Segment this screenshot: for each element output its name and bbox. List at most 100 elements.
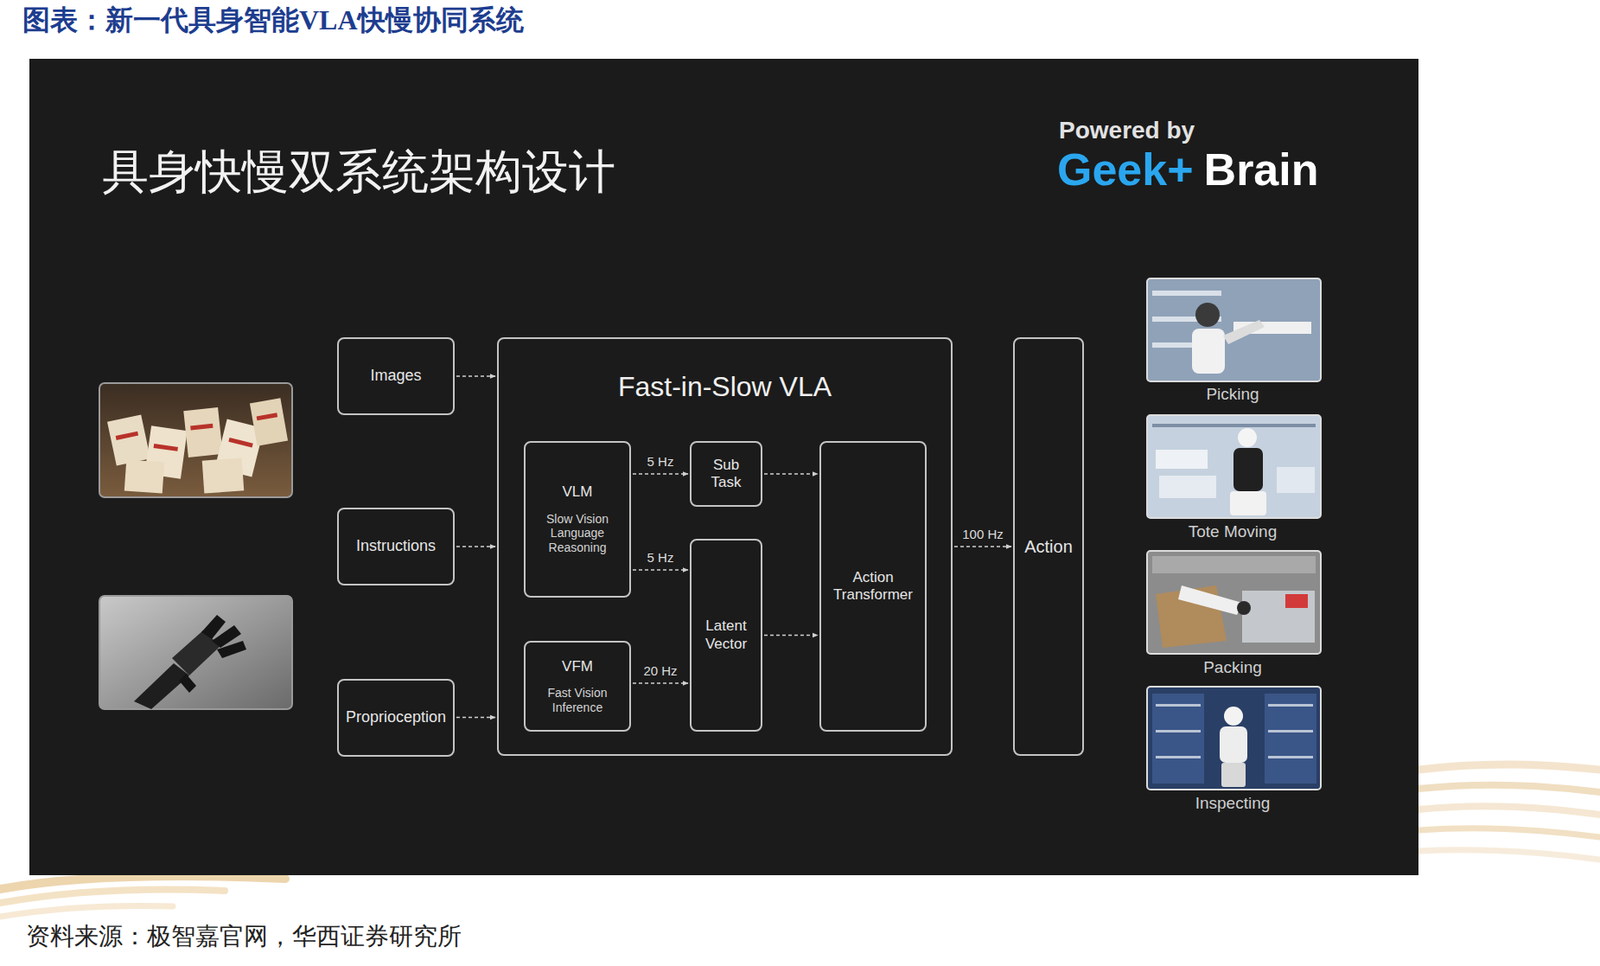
- shelf-line: [1155, 755, 1201, 759]
- photo-frame: [99, 382, 293, 498]
- dashed-arrow: [456, 545, 496, 548]
- photo-frame: [99, 595, 293, 709]
- box-description: Slow Vision Language Reasoning: [530, 511, 625, 555]
- snack-box: [183, 407, 223, 458]
- photo-inspecting: [1147, 686, 1321, 790]
- frequency-label: 100 Hz: [959, 526, 1007, 542]
- label-stripe: [115, 431, 139, 440]
- frequency-label: 20 Hz: [640, 662, 680, 679]
- photo-caption: Packing: [1128, 657, 1337, 678]
- input-box: Proprioception: [337, 678, 455, 757]
- slide-panel: 具身快慢双系统架构设计ImagesInstructionsPropriocept…: [29, 58, 1419, 875]
- photo-caption: Tote Moving: [1128, 522, 1337, 542]
- box-label: Instructions: [356, 536, 436, 556]
- shelf: [1264, 693, 1317, 784]
- box-label: Images: [369, 366, 421, 386]
- photo-picking: [1147, 278, 1321, 382]
- photo-tote-moving: [1147, 414, 1321, 518]
- input-box: Instructions: [337, 507, 455, 586]
- label-stripe: [228, 437, 253, 448]
- gold-wave: [0, 889, 225, 903]
- dashed-arrow: [954, 545, 1012, 548]
- shelf: [1152, 693, 1205, 784]
- rollers: [1152, 555, 1316, 574]
- shelf-line: [1268, 755, 1314, 759]
- gold-wave: [0, 905, 173, 918]
- frequency-label: 5 Hz: [644, 453, 677, 470]
- rack: [1152, 423, 1316, 428]
- robot-gripper: [1236, 600, 1251, 615]
- gold-wave: [1418, 849, 1600, 860]
- photo-frame: [1147, 550, 1321, 654]
- box-label: Action: [1024, 535, 1073, 557]
- snack-box: [202, 457, 245, 493]
- robot-head: [1223, 706, 1244, 726]
- shelf-line: [1155, 729, 1201, 733]
- tote: [1159, 475, 1217, 498]
- input-box: Images: [337, 337, 455, 415]
- tote: [1155, 449, 1208, 469]
- bin: [1242, 590, 1315, 643]
- box-title: VFM: [561, 657, 593, 676]
- dashed-arrow: [632, 682, 689, 684]
- dashed-arrow: [456, 716, 496, 719]
- robot-finger: [216, 640, 247, 658]
- photo-frame: [1147, 686, 1321, 790]
- photo-frame: [1147, 414, 1321, 518]
- robot-arm: [1223, 319, 1265, 345]
- tote: [1276, 466, 1315, 493]
- photo-frame: [1147, 278, 1321, 382]
- powered-by-text: Powered by: [1058, 115, 1195, 146]
- shelf-line: [1268, 703, 1314, 707]
- output-box: Action: [1013, 337, 1084, 756]
- photo-boxes: [99, 382, 293, 498]
- label-stripe: [153, 443, 179, 452]
- process-box: Latent Vector: [689, 538, 763, 732]
- photo-caption: Picking: [1128, 384, 1337, 405]
- box-label: Action Transformer: [826, 568, 920, 605]
- gold-wave-right: [1418, 764, 1600, 860]
- photo-robot-hand: [99, 595, 293, 709]
- robot-arm: [1178, 585, 1243, 615]
- box-label: Proprioception: [345, 707, 447, 727]
- brand-name: Brain: [1204, 145, 1320, 195]
- photo-caption: Inspecting: [1128, 793, 1337, 814]
- gold-wave: [1418, 764, 1600, 770]
- snack-box: [107, 414, 151, 466]
- robot-head: [1195, 302, 1220, 327]
- logo-wordmark: Geek+Brain: [1057, 145, 1320, 195]
- process-box: Sub Task: [689, 440, 763, 507]
- label-stripe: [190, 423, 213, 431]
- figure-title: 图表：新一代具身智能VLA快慢协同系统: [22, 1, 524, 40]
- label-stripe: [256, 412, 279, 421]
- gold-wave: [1418, 828, 1600, 837]
- dashed-arrow: [456, 375, 496, 377]
- item: [1285, 593, 1308, 608]
- dashed-arrow: [632, 472, 689, 475]
- snack-box: [249, 397, 288, 446]
- shelf-line: [1268, 729, 1314, 733]
- shelf: [1152, 290, 1222, 296]
- robot-head: [1237, 427, 1257, 447]
- robot-legs: [1230, 490, 1267, 516]
- robot-legs: [1221, 762, 1246, 787]
- robot-body: [1233, 447, 1263, 491]
- dashed-arrow: [632, 568, 689, 571]
- snack-box: [124, 459, 165, 494]
- dashed-arrow: [764, 634, 818, 637]
- gold-wave: [1418, 805, 1600, 815]
- photo-packing: [1147, 550, 1321, 654]
- box-description: Fast Vision Inference: [530, 685, 625, 715]
- box-title: VLM: [562, 483, 593, 501]
- robot-body: [1219, 726, 1248, 763]
- frequency-label: 5 Hz: [644, 549, 677, 566]
- robot-body: [1192, 328, 1225, 374]
- logo: Powered byGeek+Brain: [1057, 115, 1320, 195]
- model-box: VFM Fast Vision Inference: [523, 640, 632, 732]
- robot-forearm: [133, 662, 190, 709]
- shelf-line: [1155, 703, 1201, 707]
- robot-thumb: [178, 673, 197, 693]
- source-note: 资料来源：极智嘉官网，华西证券研究所: [25, 919, 462, 953]
- process-box: Action Transformer: [819, 440, 927, 732]
- model-container: Fast-in-Slow VLAVLMSlow Vision Language …: [497, 337, 953, 756]
